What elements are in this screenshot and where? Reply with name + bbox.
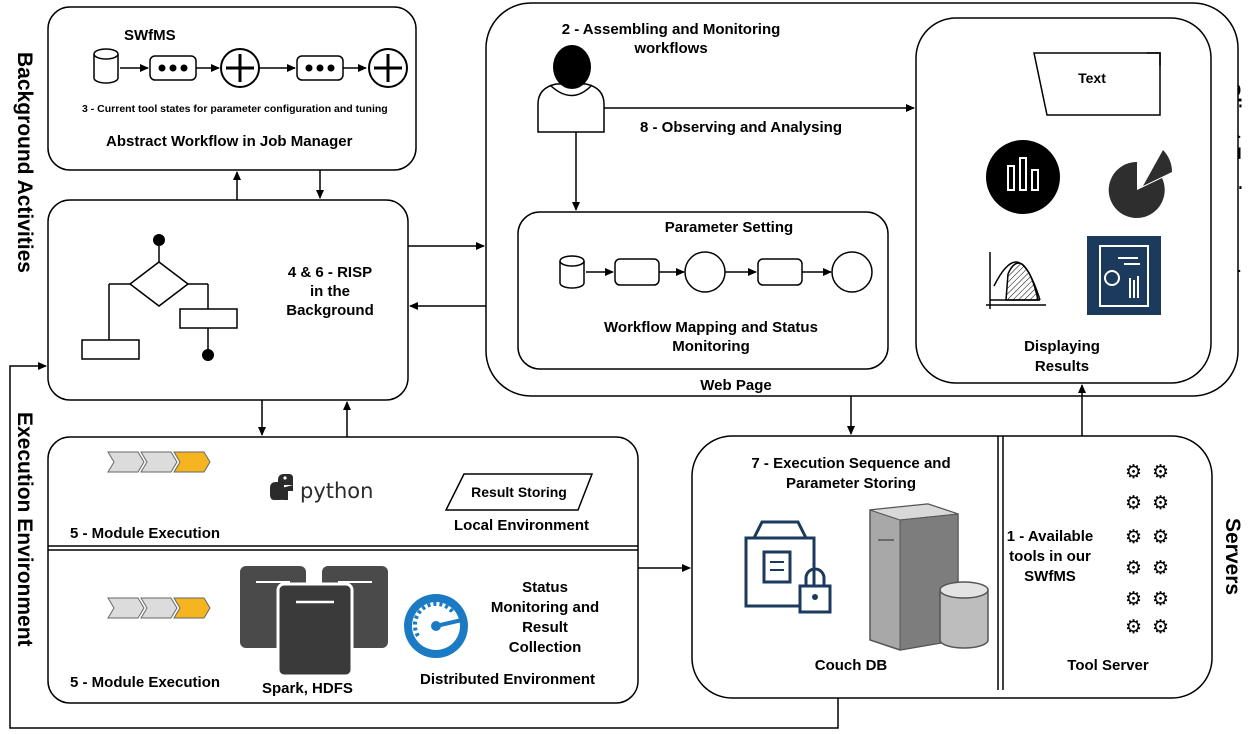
result-storing-shape <box>444 473 594 511</box>
gear-icon: ⚙ <box>1125 616 1142 638</box>
distributed-module-execution-label: 5 - Module Execution <box>70 674 220 691</box>
displaying-results-label-2: Results <box>1035 358 1089 375</box>
python-label: python <box>300 479 373 503</box>
execution-environment-box: python Result Storing 5 - Module Executi… <box>47 436 639 704</box>
local-chevrons-icon <box>107 451 211 473</box>
available-tools-label-2: tools in our <box>1009 548 1091 565</box>
step3-label: 3 - Current tool states for parameter co… <box>82 103 388 115</box>
side-label-servers: Servers <box>1221 518 1244 595</box>
spark-hdfs-label: Spark, HDFS <box>262 680 353 697</box>
displaying-results-box: Text Displaying Res <box>915 17 1212 384</box>
gear-icon: ⚙ <box>1152 588 1169 610</box>
workflow-mapping-icon <box>559 251 873 293</box>
risp-title: 4 & 6 - RISP <box>288 264 372 281</box>
gear-icon: ⚙ <box>1125 588 1142 610</box>
workflow-mapping-label-2: Monitoring <box>672 338 749 355</box>
status-monitoring-label-3: Result <box>522 619 568 636</box>
step7-label: 7 - Execution Sequence and <box>751 455 950 472</box>
distribution-chart-icon <box>986 252 1046 309</box>
database-server-icon <box>869 503 989 651</box>
gear-icon: ⚙ <box>1152 492 1169 514</box>
python-logo <box>270 474 293 500</box>
gear-icon: ⚙ <box>1125 557 1142 579</box>
parameter-setting-box: Parameter Setting Workflow Mapping and S… <box>517 211 889 370</box>
swfms-label: SWfMS <box>124 27 176 44</box>
risp-box: 4 & 6 - RISP in the Background <box>47 199 409 401</box>
text-document-label: Text <box>1078 70 1106 86</box>
distributed-environment-label: Distributed Environment <box>420 671 595 688</box>
gear-icon: ⚙ <box>1125 492 1142 514</box>
gear-icon: ⚙ <box>1152 526 1169 548</box>
user-icon <box>537 45 605 133</box>
couch-db-label: Couch DB <box>815 657 888 674</box>
gauge-icon <box>404 594 468 658</box>
step7-label-2: Parameter Storing <box>786 475 916 492</box>
report-icon <box>1087 236 1161 315</box>
step2-label: 2 - Assembling and Monitoring <box>562 21 781 38</box>
flowchart-icon <box>81 234 238 361</box>
status-monitoring-label: Status <box>522 579 568 596</box>
abstract-workflow-title: Abstract Workflow in Job Manager <box>106 133 353 150</box>
status-monitoring-label-2: Monitoring and <box>491 599 599 616</box>
pie-chart-icon <box>1108 150 1172 218</box>
gear-icon: ⚙ <box>1125 526 1142 548</box>
displaying-results-label: Displaying <box>1024 338 1100 355</box>
gear-icon: ⚙ <box>1152 461 1169 483</box>
gear-icon: ⚙ <box>1125 461 1142 483</box>
swfms-workflow-icon <box>93 48 408 88</box>
workflow-mapping-label: Workflow Mapping and Status <box>604 319 818 336</box>
step2-label-2: workflows <box>633 40 707 57</box>
tool-server-label: Tool Server <box>1067 657 1149 674</box>
risp-subtitle-1: in the <box>310 283 350 300</box>
local-module-execution-label: 5 - Module Execution <box>70 525 220 542</box>
available-tools-label: 1 - Available <box>1007 528 1093 545</box>
spark-hdfs-servers-icon <box>240 566 388 678</box>
web-page-label: Web Page <box>700 377 771 394</box>
side-label-execution-environment: Execution Environment <box>13 412 36 647</box>
gear-icon: ⚙ <box>1152 557 1169 579</box>
text-document-icon <box>1033 52 1161 116</box>
local-environment-label: Local Environment <box>454 517 589 534</box>
side-label-background-activities: Background Activities <box>13 52 36 273</box>
result-storing-label: Result Storing <box>471 484 567 500</box>
gear-icon: ⚙ <box>1152 616 1169 638</box>
parameter-setting-title: Parameter Setting <box>665 219 793 236</box>
servers-box: 7 - Execution Sequence and Parameter Sto… <box>691 435 1213 699</box>
arrow-servers-feedback-to-risp <box>9 362 839 729</box>
available-tools-label-3: SWfMS <box>1024 568 1076 585</box>
connectors <box>9 104 1086 729</box>
bar-chart-icon <box>986 140 1060 214</box>
status-monitoring-label-4: Collection <box>509 639 582 656</box>
secure-archive-icon <box>744 520 832 614</box>
distributed-chevrons-icon <box>107 597 211 619</box>
risp-subtitle-2: Background <box>286 302 374 319</box>
step8-label: 8 - Observing and Analysing <box>640 119 842 136</box>
abstract-workflow-box: SWfMS 3 - Current tool states for parame… <box>47 6 417 171</box>
